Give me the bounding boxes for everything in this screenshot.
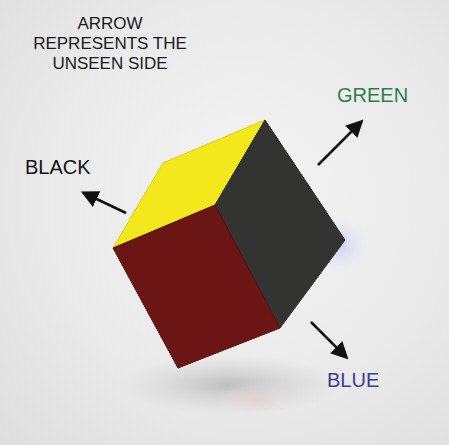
black-arrow bbox=[84, 193, 126, 213]
face-label: BLUE bbox=[327, 369, 379, 391]
red-face bbox=[113, 205, 280, 368]
diagram-title: ARROW REPRESENTS THE UNSEEN SIDE bbox=[18, 14, 202, 74]
green-arrow bbox=[318, 122, 361, 165]
blue-arrow bbox=[311, 322, 346, 357]
face-label: BLACK bbox=[25, 156, 91, 178]
red-glow bbox=[215, 380, 295, 420]
face-label: GREEN bbox=[337, 84, 408, 106]
